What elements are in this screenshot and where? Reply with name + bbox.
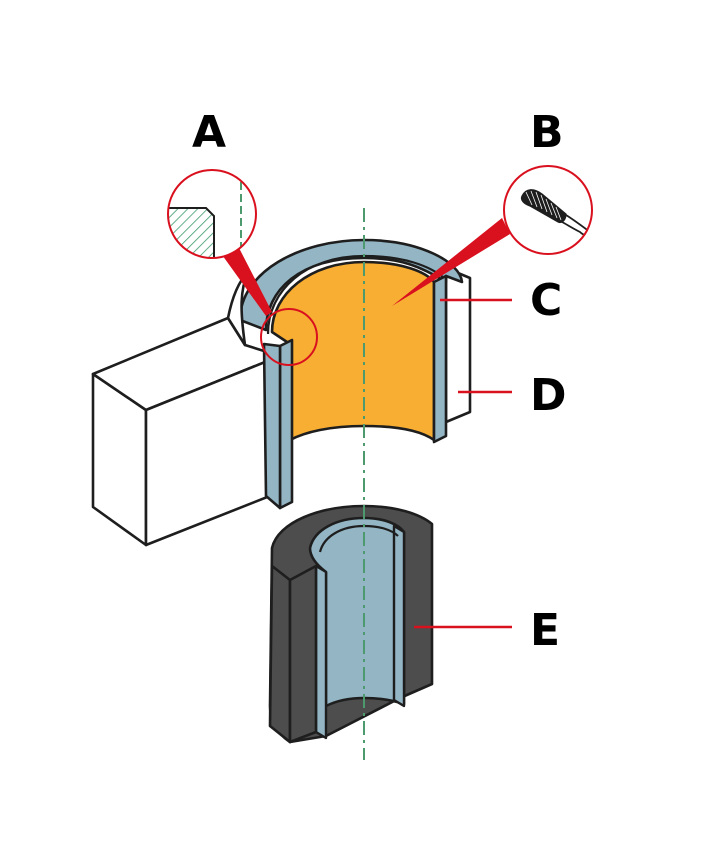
callout-e: E [414, 605, 560, 656]
bushing-wall-right [432, 274, 448, 444]
housing-block [91, 266, 472, 547]
callout-d: D [458, 370, 567, 421]
callout-b-detail-ring [503, 165, 593, 255]
bushing-inner-surface [270, 260, 436, 442]
callout-c: C [440, 275, 562, 326]
label-e: E [530, 605, 560, 656]
sleeve-liner-wall-right [392, 524, 406, 708]
callout-a: A [167, 107, 318, 366]
label-b: B [530, 107, 564, 158]
sleeve-liner-wall-left [314, 564, 328, 740]
sleeve-cut-face-left [268, 564, 292, 744]
sleeve-cut-face-outer [288, 564, 318, 744]
callout-b: B [392, 107, 593, 306]
housing-back-wall [444, 266, 472, 424]
callout-a-pointer [220, 246, 272, 316]
lower-sleeve [268, 504, 434, 744]
housing-wall-section [262, 342, 282, 510]
label-c: C [530, 275, 562, 326]
callout-b-pointer [392, 218, 510, 306]
callout-a-detail-ring [167, 169, 257, 259]
callout-a-target-ring [260, 308, 318, 366]
label-d: D [530, 370, 567, 421]
housing-top-face [91, 316, 282, 412]
bushing-inner-ring [266, 254, 445, 335]
label-a: A [192, 107, 226, 158]
